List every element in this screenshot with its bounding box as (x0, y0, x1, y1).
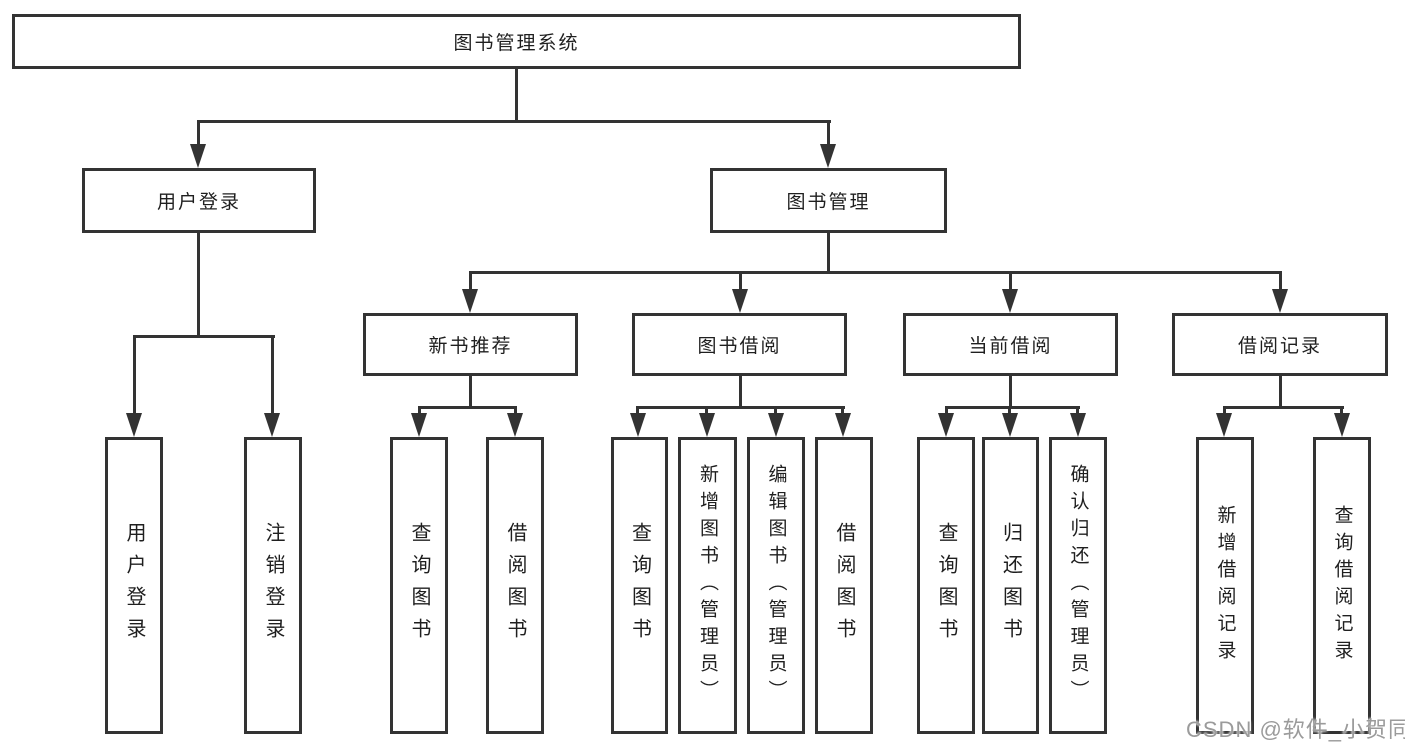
leaf-return-book-label: 归还图书 (999, 521, 1022, 650)
connector-leaf-drop (1076, 406, 1079, 415)
connector-bookborrow-stem (739, 376, 742, 408)
node-root-label: 图书管理系统 (453, 33, 580, 54)
connector-bookborrow-rail (636, 406, 845, 409)
connector-root-stem (515, 69, 518, 122)
connector-user-login-stem (197, 233, 200, 337)
leaf-user-login-label: 用户登录 (123, 521, 145, 650)
arrow-down-icon (264, 413, 280, 437)
leaf-newbook-borrow-label: 借阅图书 (504, 521, 526, 650)
connector-leaf-drop (1340, 406, 1343, 415)
connector-leaf-drop (739, 271, 742, 291)
arrow-down-icon (1272, 289, 1288, 313)
connector-user-login-rail (133, 335, 275, 338)
node-current-borrow: 当前借阅 (903, 313, 1118, 376)
arrow-down-icon (190, 144, 206, 168)
connector-leaf-drop (271, 335, 274, 415)
leaf-query-borrow-record: 查询借阅记录 (1313, 437, 1371, 734)
connector-level2-rail (469, 271, 1281, 274)
leaf-borrow-query: 查询图书 (611, 437, 668, 734)
node-borrow-record-label: 借阅记录 (1237, 336, 1322, 357)
arrow-down-icon (1216, 413, 1232, 437)
connector-currentborrow-stem (1009, 376, 1012, 408)
leaf-borrow-edit-book-label: 编辑图书（管理员） (765, 464, 787, 707)
connector-root-rail (197, 120, 831, 123)
node-book-management-label: 图书管理 (786, 192, 871, 213)
leaf-current-query-label: 查询图书 (935, 521, 957, 650)
arrow-down-icon (938, 413, 954, 437)
leaf-newbook-query-label: 查询图书 (408, 521, 430, 650)
node-new-book-recommend: 新书推荐 (363, 313, 578, 376)
arrow-down-icon (630, 413, 646, 437)
connector-currentborrow-rail (945, 406, 1080, 409)
connector-borrowrecord-rail (1223, 406, 1344, 409)
connector-leaf-drop (705, 406, 708, 415)
leaf-borrow-query-label: 查询图书 (628, 521, 651, 650)
connector-leaf-drop (514, 406, 517, 415)
connector-user-login-drop (197, 120, 200, 147)
leaf-logout-label: 注销登录 (262, 521, 284, 650)
node-user-login: 用户登录 (82, 168, 316, 233)
connector-leaf-drop (418, 406, 421, 415)
leaf-borrow-edit-book: 编辑图书（管理员） (747, 437, 805, 734)
arrow-down-icon (820, 144, 836, 168)
leaf-borrow-add-book: 新增图书（管理员） (678, 437, 737, 734)
leaf-newbook-query: 查询图书 (390, 437, 448, 734)
connector-leaf-drop (1223, 406, 1226, 415)
connector-book-mgmt-stem (827, 233, 830, 273)
connector-borrowrecord-stem (1279, 376, 1282, 408)
leaf-borrow-add-book-label: 新增图书（管理员） (697, 464, 718, 707)
connector-leaf-drop (636, 406, 639, 415)
arrow-down-icon (1002, 413, 1018, 437)
arrow-down-icon (1002, 289, 1018, 313)
leaf-confirm-return: 确认归还（管理员） (1049, 437, 1107, 734)
leaf-borrow-book-label: 借阅图书 (833, 521, 855, 650)
arrow-down-icon (507, 413, 523, 437)
connector-newbook-rail (418, 406, 517, 409)
arrow-down-icon (768, 413, 784, 437)
connector-leaf-drop (469, 271, 472, 291)
node-current-borrow-label: 当前借阅 (968, 336, 1053, 357)
connector-newbook-stem (469, 376, 472, 408)
arrow-down-icon (1334, 413, 1350, 437)
leaf-return-book: 归还图书 (982, 437, 1039, 734)
leaf-current-query: 查询图书 (917, 437, 975, 734)
leaf-query-borrow-record-label: 查询借阅记录 (1331, 504, 1353, 667)
connector-leaf-drop (1009, 271, 1012, 291)
node-user-login-label: 用户登录 (156, 192, 241, 213)
node-root: 图书管理系统 (12, 14, 1021, 69)
node-book-management: 图书管理 (710, 168, 947, 233)
leaf-add-borrow-record-label: 新增借阅记录 (1214, 504, 1236, 667)
connector-leaf-drop (133, 335, 136, 415)
connector-leaf-drop (1008, 406, 1011, 415)
connector-leaf-drop (1279, 271, 1282, 291)
arrow-down-icon (462, 289, 478, 313)
arrow-down-icon (732, 289, 748, 313)
arrow-down-icon (411, 413, 427, 437)
leaf-add-borrow-record: 新增借阅记录 (1196, 437, 1254, 734)
arrow-down-icon (699, 413, 715, 437)
node-new-book-recommend-label: 新书推荐 (428, 336, 513, 357)
leaf-newbook-borrow: 借阅图书 (486, 437, 544, 734)
node-borrow-record: 借阅记录 (1172, 313, 1388, 376)
connector-leaf-drop (841, 406, 844, 415)
connector-leaf-drop (774, 406, 777, 415)
connector-leaf-drop (945, 406, 948, 415)
arrow-down-icon (835, 413, 851, 437)
node-book-borrow-label: 图书借阅 (697, 336, 782, 357)
leaf-logout: 注销登录 (244, 437, 302, 734)
leaf-borrow-book: 借阅图书 (815, 437, 873, 734)
arrow-down-icon (1070, 413, 1086, 437)
csdn-watermark: CSDN @软件_小贺同学 (1186, 717, 1405, 742)
leaf-confirm-return-label: 确认归还（管理员） (1067, 464, 1089, 707)
connector-book-mgmt-drop (827, 120, 830, 147)
node-book-borrow: 图书借阅 (632, 313, 847, 376)
leaf-user-login: 用户登录 (105, 437, 163, 734)
arrow-down-icon (126, 413, 142, 437)
